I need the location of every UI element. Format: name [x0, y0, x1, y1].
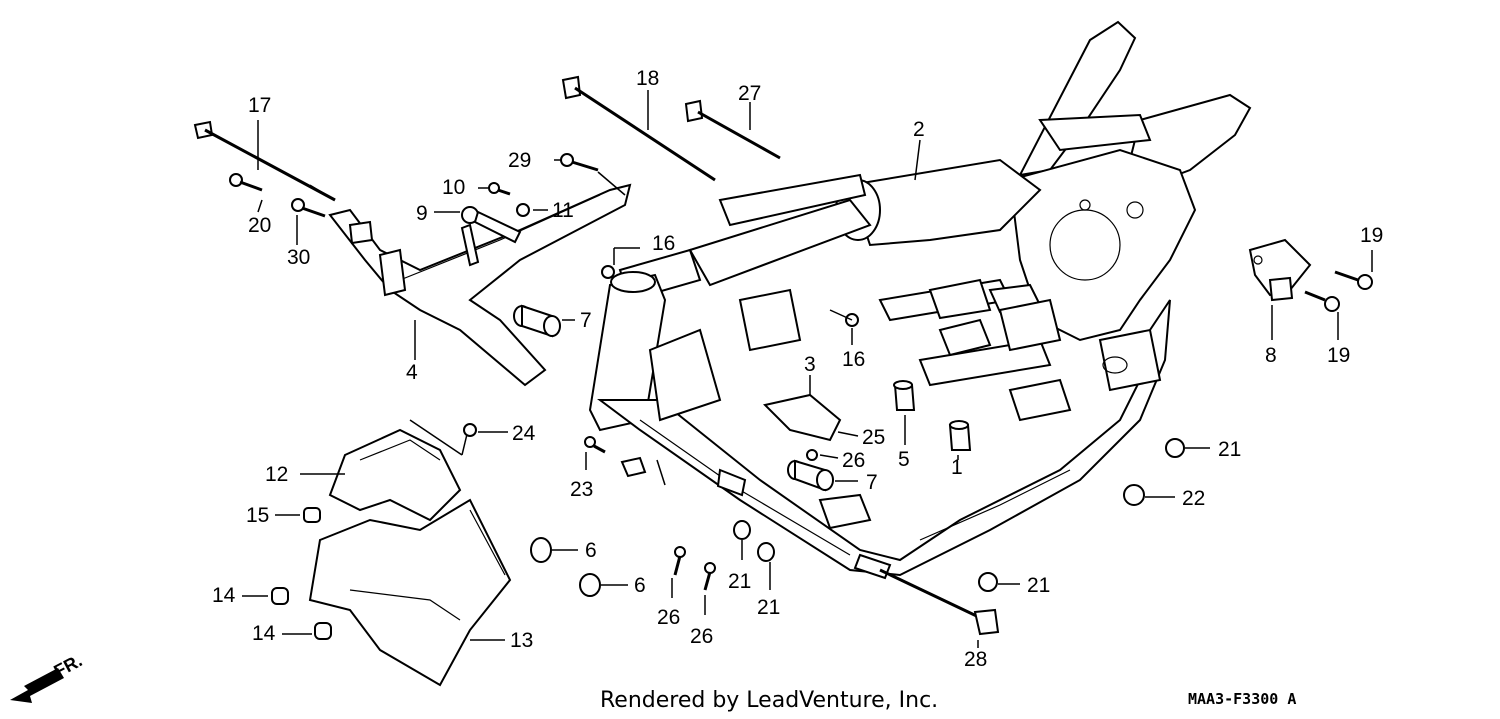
bolt-20: [229, 173, 263, 192]
callout-11: 11: [552, 199, 574, 222]
bolt-26-upper: [806, 449, 818, 461]
callout-26-upper: 26: [842, 449, 865, 472]
callout-10: 10: [442, 176, 465, 199]
main-frame: [588, 20, 1252, 580]
bolt-28: [879, 568, 1000, 636]
clip-23: [584, 436, 606, 454]
grommet-14-upper: [271, 587, 289, 605]
front-arrow-icon: [10, 668, 64, 703]
callout-19-upper: 19: [1360, 224, 1383, 247]
callout-23: 23: [570, 478, 593, 501]
bolt-26-lower-right: [703, 562, 716, 591]
callout-26-lower-left: 26: [657, 606, 680, 629]
callout-24: 24: [512, 422, 536, 445]
bolt-18: [561, 75, 716, 182]
nut-11: [516, 203, 530, 217]
bolt-19-lower: [1304, 290, 1340, 312]
bracket-4: [328, 183, 632, 387]
callout-2: 2: [913, 118, 925, 141]
callout-9: 9: [416, 202, 428, 225]
nut-21-d: [978, 572, 998, 592]
side-cover-13: [308, 498, 512, 687]
bolt-17: [193, 120, 336, 202]
bolt-19-upper: [1334, 270, 1373, 290]
callout-5: 5: [898, 448, 910, 471]
callout-21-d: 21: [1027, 574, 1050, 597]
cover-3: [763, 393, 842, 442]
callout-27: 27: [738, 82, 761, 105]
bolt-26-lower-left: [673, 546, 686, 576]
switch-8: [1248, 238, 1312, 302]
callout-18: 18: [636, 67, 659, 90]
callout-4: 4: [406, 361, 418, 384]
callout-7-upper: 7: [580, 309, 592, 332]
callout-17: 17: [248, 94, 271, 117]
callout-30: 30: [287, 246, 310, 269]
grommet-15: [303, 507, 321, 523]
screw-24: [463, 423, 477, 437]
callout-19-lower: 19: [1327, 344, 1350, 367]
bolt-27: [684, 99, 781, 160]
callout-7-lower: 7: [866, 471, 878, 494]
grommet-6-upper: [530, 537, 552, 563]
lock-9: [460, 206, 522, 267]
callout-28: 28: [964, 648, 987, 671]
footer-credit: Rendered by LeadVenture, Inc.: [600, 688, 938, 713]
callout-21-c: 21: [1218, 438, 1241, 461]
callout-16-lower: 16: [842, 348, 865, 371]
callout-6-lower: 6: [634, 574, 646, 597]
callout-13: 13: [510, 629, 533, 652]
grommet-6-lower: [579, 573, 601, 597]
callout-1: 1: [951, 456, 963, 479]
callout-20: 20: [248, 214, 271, 237]
front-direction-indicator: FR.: [10, 650, 85, 703]
diagram-code: MAA3-F3300 A: [1188, 690, 1296, 708]
bushing-5: [893, 380, 916, 411]
callout-12: 12: [265, 463, 288, 486]
collar-7-upper: [513, 304, 561, 338]
nut-21-c: [1165, 438, 1185, 458]
callout-14-upper: 14: [212, 584, 236, 607]
callout-16-upper: 16: [652, 232, 675, 255]
callout-15: 15: [246, 504, 269, 527]
side-cover-12: [328, 428, 462, 522]
nut-21-a: [733, 520, 751, 540]
callout-21-a: 21: [728, 570, 751, 593]
callout-6-upper: 6: [585, 539, 597, 562]
clip-plate: [620, 456, 647, 478]
callout-22: 22: [1182, 487, 1205, 510]
callout-3: 3: [804, 353, 816, 376]
callout-21-b: 21: [757, 596, 780, 619]
callout-25: 25: [862, 426, 885, 449]
nut-21-b: [757, 542, 775, 562]
bushing-1: [948, 420, 972, 451]
nut-22: [1123, 484, 1145, 506]
bolt-30: [291, 198, 326, 218]
bolt-10: [488, 182, 511, 196]
callout-29: 29: [508, 149, 531, 172]
grommet-14-lower: [314, 622, 332, 640]
bolt-16-upper: [601, 265, 615, 279]
callout-14-lower: 14: [252, 622, 276, 645]
bolt-29: [560, 153, 599, 172]
callout-26-lower-right: 26: [690, 625, 713, 648]
callout-8: 8: [1265, 344, 1277, 367]
collar-7-lower: [787, 459, 834, 492]
callout-labels: 17 20 30 18 27 29 10 11 9 16 2 7 4 16 3 …: [212, 67, 1383, 671]
